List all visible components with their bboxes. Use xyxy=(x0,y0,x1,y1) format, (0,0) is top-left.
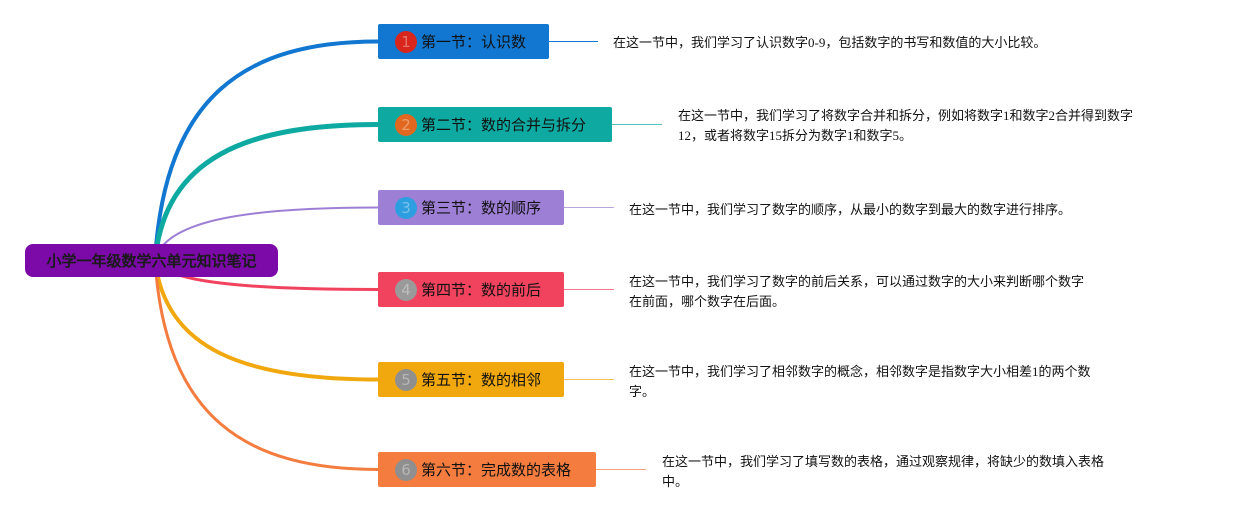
topic-description-3: 在这一节中，我们学习了数字的顺序，从最小的数字到最大的数字进行排序。 xyxy=(629,200,1071,220)
description-line: 在这一节中，我们学习了数字的顺序，从最小的数字到最大的数字进行排序。 xyxy=(629,202,1072,217)
topic-title: 第四节：数的前后 xyxy=(421,281,542,299)
topic-node-5[interactable]: 5 第五节：数的相邻 xyxy=(378,362,564,397)
number-badge-icon: 4 xyxy=(395,278,417,301)
description-line: 中。 xyxy=(662,474,689,489)
description-line: 在这一节中，我们学习了相邻数字的概念，相邻数字是指数字大小相差1的两个数 xyxy=(629,364,1091,379)
description-line: 在这一节中，我们学习了数字的前后关系，可以通过数字的大小来判断哪个数字 xyxy=(629,274,1085,289)
root-topic[interactable]: 小学一年级数学六单元知识笔记 xyxy=(25,244,278,277)
number-badge-icon: 1 xyxy=(395,30,417,53)
number-badge-icon: 2 xyxy=(395,113,417,136)
topic-description-6: 在这一节中，我们学习了填写数的表格，通过观察规律，将缺少的数填入表格 中。 xyxy=(662,452,1104,492)
topic-title: 第二节：数的合并与拆分 xyxy=(421,116,587,134)
topic-node-2[interactable]: 2 第二节：数的合并与拆分 xyxy=(378,107,612,142)
branch-connector-6 xyxy=(153,258,380,471)
topic-node-6[interactable]: 6 第六节：完成数的表格 xyxy=(378,452,596,487)
topic-title: 第五节：数的相邻 xyxy=(421,371,542,389)
number-badge-icon: 6 xyxy=(395,458,417,481)
topic-description-5: 在这一节中，我们学习了相邻数字的概念，相邻数字是指数字大小相差1的两个数 字。 xyxy=(629,362,1091,402)
topic-title: 第三节：数的顺序 xyxy=(421,199,542,217)
description-line: 在这一节中，我们学习了填写数的表格，通过观察规律，将缺少的数填入表格 xyxy=(662,454,1105,469)
topic-description-4: 在这一节中，我们学习了数字的前后关系，可以通过数字的大小来判断哪个数字 在前面，… xyxy=(629,272,1084,312)
topic-description-2: 在这一节中，我们学习了将数字合并和拆分，例如将数字1和数字2合并得到数字 12，… xyxy=(678,106,1133,146)
topic-title: 第一节：认识数 xyxy=(421,33,527,51)
topic-title: 第六节：完成数的表格 xyxy=(421,461,572,479)
branch-connector-5 xyxy=(153,258,380,382)
branch-connector-2 xyxy=(152,122,381,263)
description-line: 字。 xyxy=(629,384,656,399)
number-badge-icon: 3 xyxy=(395,196,417,219)
branch-connector-1 xyxy=(153,39,380,262)
description-line: 在这一节中，我们学习了将数字合并和拆分，例如将数字1和数字2合并得到数字 xyxy=(678,108,1134,123)
description-line: 在前面，哪个数字在后面。 xyxy=(629,294,786,309)
topic-node-3[interactable]: 3 第三节：数的顺序 xyxy=(378,190,564,225)
topic-node-1[interactable]: 1 第一节：认识数 xyxy=(378,24,549,59)
description-line: 在这一节中，我们学习了认识数字0-9，包括数字的书写和数值的大小比较。 xyxy=(613,35,1047,50)
description-line: 12，或者将数字15拆分为数字1和数字5。 xyxy=(678,128,913,143)
number-badge-icon: 5 xyxy=(395,368,417,391)
topic-node-4[interactable]: 4 第四节：数的前后 xyxy=(378,272,564,307)
topic-description-1: 在这一节中，我们学习了认识数字0-9，包括数字的书写和数值的大小比较。 xyxy=(613,33,1046,53)
